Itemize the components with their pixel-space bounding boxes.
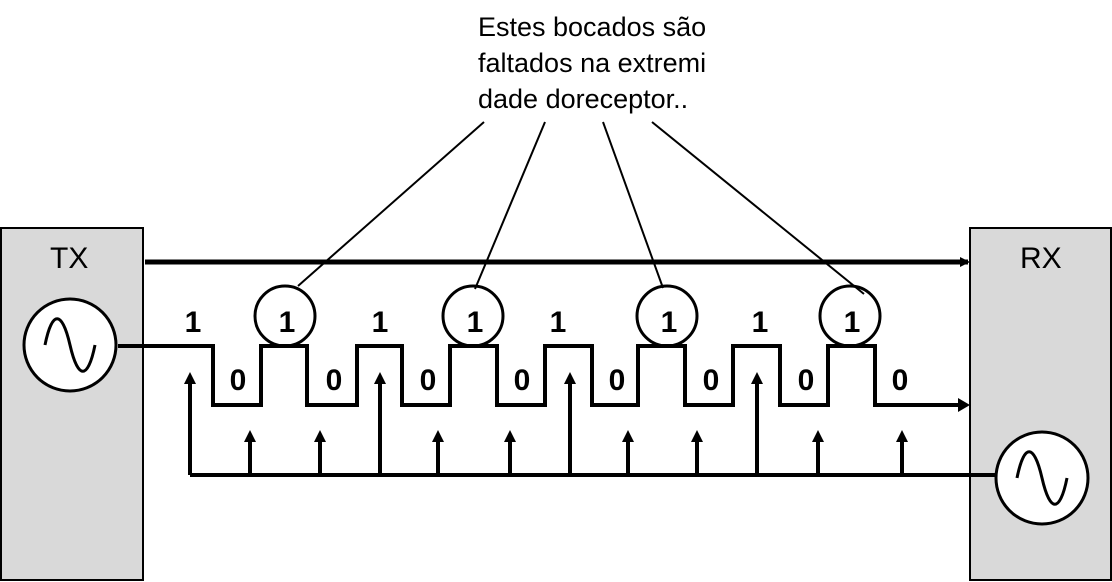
- rx-clock-icon: [994, 430, 1090, 526]
- tx-box: [0, 227, 144, 581]
- bit-label: 1: [467, 306, 484, 339]
- data-arrowhead: [958, 398, 970, 412]
- sampling-arrowhead: [896, 430, 908, 442]
- annotation-line-2: faltados na extremi: [478, 48, 706, 78]
- annotation-line-1: Estes bocados são: [478, 12, 706, 42]
- missed-bit-circle: [818, 284, 882, 348]
- tx-clock-icon: [22, 297, 118, 393]
- bit-label: 0: [798, 364, 815, 397]
- sampling-arrowhead: [812, 430, 824, 442]
- sampling-arrowhead: [432, 430, 444, 442]
- bit-label: 1: [844, 306, 861, 339]
- annotation-pointers: [297, 121, 865, 295]
- bit-label: 1: [752, 306, 769, 339]
- data-waveform: [118, 344, 962, 407]
- missed-bit-circle: [253, 284, 317, 348]
- rx-label: RX: [1020, 242, 1062, 275]
- sampling-arrowhead: [504, 430, 516, 442]
- bit-label: 0: [703, 364, 720, 397]
- sampling-arrowhead: [184, 372, 196, 384]
- sampling-arrows: [184, 372, 908, 475]
- pointer-line: [651, 121, 865, 295]
- annotation-line-3: dade doreceptor..: [478, 84, 688, 114]
- bit-label: 0: [892, 364, 909, 397]
- missed-bit-circles: [253, 284, 882, 348]
- pointer-line: [474, 121, 546, 290]
- pointer-line: [297, 121, 485, 287]
- bit-label: 1: [372, 306, 389, 339]
- bit-label: 1: [550, 306, 567, 339]
- bit-label: 0: [609, 364, 626, 397]
- sampling-arrowhead: [244, 430, 256, 442]
- sampling-arrowhead: [622, 430, 634, 442]
- sampling-arrowhead: [314, 430, 326, 442]
- bit-label: 0: [514, 364, 531, 397]
- bit-label: 1: [185, 306, 202, 339]
- missed-bit-circle: [441, 284, 505, 348]
- sampling-arrowhead: [374, 372, 386, 384]
- pointer-line: [602, 121, 664, 289]
- sampling-arrowhead: [751, 372, 763, 384]
- bit-label: 0: [230, 364, 247, 397]
- sampling-arrowhead: [691, 430, 703, 442]
- missed-bit-circle: [635, 284, 699, 348]
- bit-label: 0: [420, 364, 437, 397]
- tx-label: TX: [50, 242, 88, 275]
- bit-label: 0: [326, 364, 343, 397]
- bit-label: 1: [279, 306, 296, 339]
- rx-box: [969, 227, 1112, 581]
- bit-label: 1: [661, 306, 678, 339]
- sampling-arrowhead: [564, 372, 576, 384]
